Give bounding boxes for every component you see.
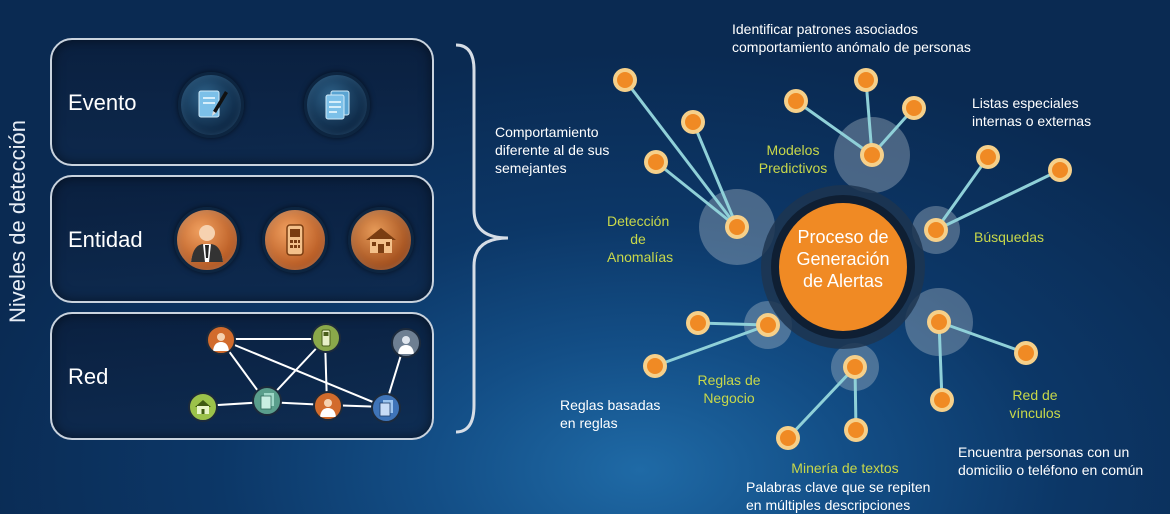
category-modelos: Modelos Predictivos [750, 141, 836, 177]
annotation-line: Palabras clave que se repiten [746, 479, 931, 495]
annotation-line: domicilio o teléfono en común [958, 462, 1144, 478]
nodes [613, 68, 1072, 450]
node [848, 422, 864, 438]
node [934, 392, 950, 408]
phone-icon [262, 207, 328, 273]
category-reglas: Reglas de Negocio [692, 371, 766, 407]
person-gray-icon [391, 328, 421, 358]
node [931, 314, 947, 330]
level-entidad: Entidad [50, 175, 434, 303]
center-label: Proceso de Generación de Alertas [768, 226, 918, 292]
category-line: Búsquedas [974, 229, 1045, 245]
category-line: Detección [607, 213, 670, 229]
documents-icon [371, 393, 401, 423]
annotation-line: comportamiento anómalo de personas [732, 39, 971, 55]
category-line: Red de [1012, 387, 1058, 403]
category-line: vínculos [1009, 405, 1061, 421]
node [1052, 162, 1068, 178]
node [858, 72, 874, 88]
annotation-line: Encuentra personas con un [958, 444, 1130, 460]
category-red: Red de vínculos [998, 386, 1072, 422]
documents-icon [304, 72, 370, 138]
document-pen-icon [178, 72, 244, 138]
node [647, 358, 663, 374]
phone-icon [311, 323, 341, 353]
annotation-line: en múltiples descripciones [746, 497, 911, 513]
annotation-palabras: Palabras clave que se repiten en múltipl… [746, 478, 930, 514]
annotation-comportamiento: Comportamiento diferente al de sus semej… [495, 123, 609, 177]
node [788, 93, 804, 109]
annotation-listas: Listas especiales internas o externas [972, 94, 1091, 130]
category-line: Modelos [766, 142, 820, 158]
node [780, 430, 796, 446]
node [1018, 345, 1034, 361]
level-evento: Evento [50, 38, 434, 166]
category-mineria: Minería de textos [780, 459, 910, 477]
center-label-line: Generación [796, 249, 890, 269]
node [760, 317, 776, 333]
center-node [779, 203, 907, 331]
documents-icon [252, 386, 282, 416]
center-label-line: de Alertas [802, 271, 884, 291]
person-icon [313, 391, 343, 421]
level-label: Red [68, 364, 109, 389]
annotation-line: Reglas basadas [560, 397, 661, 413]
spokes [623, 79, 1061, 440]
annotation-line: Comportamiento [495, 124, 599, 140]
house-icon [348, 207, 414, 273]
category-line: de [630, 231, 646, 247]
level-label: Evento [68, 90, 137, 115]
category-line: Minería de textos [791, 460, 899, 476]
annotation-encuentra: Encuentra personas con un domicilio o te… [958, 443, 1143, 479]
house-icon [188, 392, 218, 422]
node [928, 222, 944, 238]
node [685, 114, 701, 130]
node [906, 100, 922, 116]
person-icon [206, 325, 236, 355]
node [980, 149, 996, 165]
node [864, 147, 880, 163]
node [690, 315, 706, 331]
annotation-reglas-basadas: Reglas basadas en reglas [560, 396, 660, 432]
category-line: Negocio [703, 390, 755, 406]
annotation-line: en reglas [560, 415, 618, 431]
annotation-line: Listas especiales [972, 95, 1079, 111]
annotation-line: internas o externas [972, 113, 1092, 129]
category-line: Anomalías [607, 249, 674, 265]
node [648, 154, 664, 170]
category-line: Reglas de [697, 372, 761, 388]
node [847, 359, 863, 375]
node [729, 219, 745, 235]
curly-brace [455, 43, 509, 434]
annotation-patrones: Identificar patrones asociados comportam… [732, 20, 971, 56]
level-red: Red [50, 312, 434, 440]
center-label-line: Proceso de [797, 227, 889, 247]
category-anomalias: Detección de Anomalías [607, 212, 674, 266]
level-label: Entidad [68, 227, 143, 252]
category-line: Predictivos [758, 160, 828, 176]
node [617, 72, 633, 88]
annotation-line: semejantes [495, 160, 567, 176]
annotation-line: diferente al de sus [495, 142, 610, 158]
category-busquedas: Búsquedas [974, 228, 1054, 246]
person-icon [174, 207, 240, 273]
annotation-line: Identificar patrones asociados [732, 21, 918, 37]
